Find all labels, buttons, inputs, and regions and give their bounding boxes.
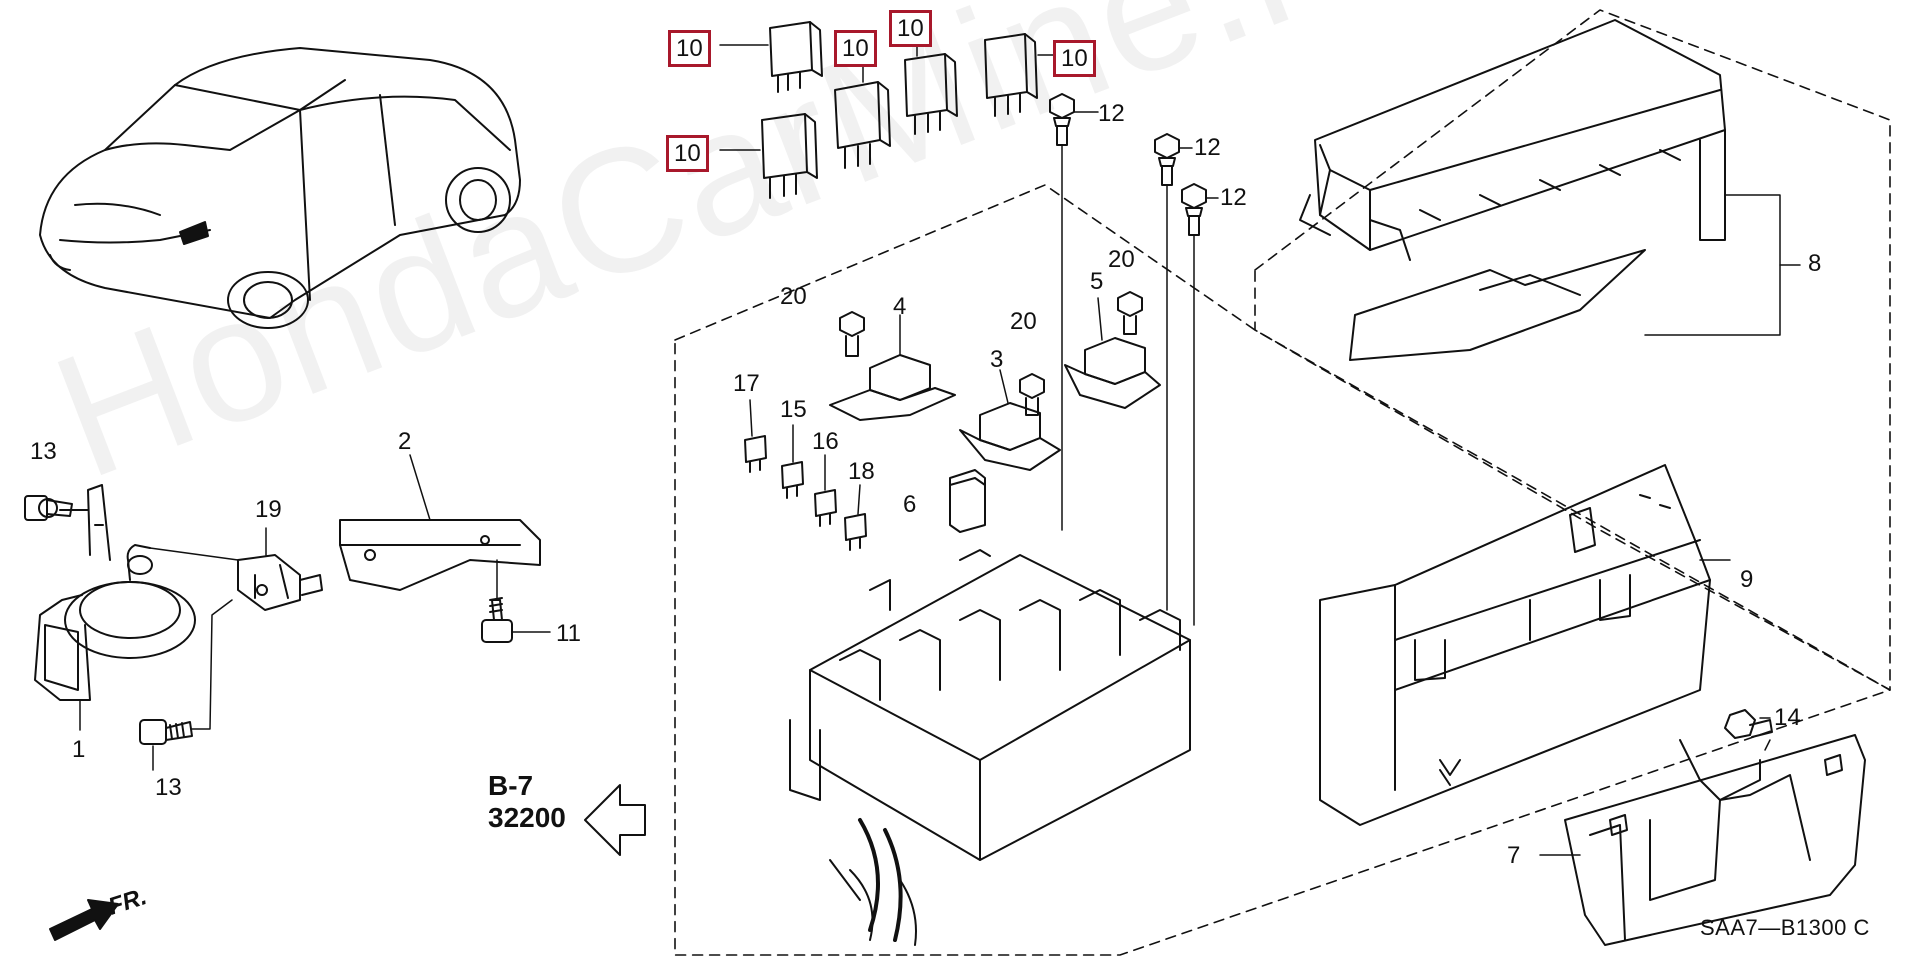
bolt-12-b	[1155, 134, 1179, 185]
cover-dashed-outline	[1255, 10, 1890, 690]
callout-6: 6	[903, 491, 917, 518]
part-3	[960, 403, 1060, 470]
callout-20-c: 20	[1108, 246, 1135, 273]
callout-16: 16	[812, 428, 839, 455]
bolt-13-lower	[140, 720, 192, 744]
callout-12-a: 12	[1098, 100, 1125, 127]
bolt-12-a	[1050, 94, 1074, 145]
wire-harness	[860, 820, 901, 940]
callout-12-c: 12	[1220, 184, 1247, 211]
callout-8: 8	[1808, 250, 1822, 277]
fuse-15	[782, 462, 803, 498]
callout-13-upper: 13	[30, 438, 57, 465]
callout-4: 4	[893, 293, 907, 320]
callout-19: 19	[255, 496, 282, 523]
bolt-20-b	[1020, 374, 1044, 415]
ref-arrow	[585, 785, 645, 855]
relay-3	[905, 54, 957, 134]
reference-page: B-7	[488, 770, 534, 801]
callout-7: 7	[1507, 842, 1521, 869]
fuse-box-dashed-outline	[675, 185, 1890, 955]
relay-1	[770, 22, 822, 92]
reference-code: 32200	[488, 802, 566, 834]
callout-9: 9	[1740, 566, 1754, 593]
horn-drawing	[35, 485, 195, 700]
bolt-11	[482, 598, 512, 642]
callout-10-relay-5: 10	[666, 135, 709, 172]
fuse-16	[815, 490, 836, 526]
callout-10-relay-3: 10	[889, 10, 932, 47]
callout-3: 3	[990, 346, 1004, 373]
callout-12-b: 12	[1194, 134, 1221, 161]
callout-10-relay-1: 10	[668, 30, 711, 67]
callout-17: 17	[733, 370, 760, 397]
fuse-box-body	[790, 550, 1190, 945]
bolt-13-upper	[25, 496, 72, 520]
bolt-14	[1725, 710, 1772, 738]
relay-5	[762, 114, 817, 198]
callout-14: 14	[1774, 704, 1801, 731]
reference-block: B-7 32200	[488, 770, 566, 834]
callout-5: 5	[1090, 268, 1104, 295]
seal-sheet	[1350, 250, 1645, 360]
fuse-6	[950, 470, 985, 532]
callout-11: 11	[556, 620, 581, 647]
lower-case-9	[1320, 465, 1730, 825]
callout-18: 18	[848, 458, 875, 485]
bracket-19	[238, 555, 322, 610]
bolt-20-c	[1118, 292, 1142, 334]
relay-4	[985, 34, 1037, 116]
bolt-20-a	[840, 312, 864, 356]
callout-2: 2	[398, 428, 412, 455]
cover-8	[1300, 20, 1725, 260]
fuse-18	[845, 514, 866, 550]
bolt-12-c	[1182, 184, 1206, 235]
callout-20-b: 20	[1010, 308, 1037, 335]
callout-10-relay-2: 10	[834, 30, 877, 67]
relay-2	[835, 82, 890, 168]
stay-2	[340, 520, 540, 590]
callout-10-relay-4: 10	[1053, 40, 1096, 77]
car-illustration	[40, 48, 520, 328]
callout-1: 1	[72, 736, 86, 763]
lid-7	[1565, 735, 1865, 945]
callout-13-lower: 13	[155, 774, 182, 801]
part-5	[1065, 338, 1160, 408]
diagram-code: SAA7—B1300 C	[1700, 915, 1870, 940]
callout-20-a: 20	[780, 283, 807, 310]
fr-arrow	[50, 900, 118, 940]
fuse-17	[745, 436, 766, 472]
part-4	[830, 355, 955, 420]
callout-15: 15	[780, 396, 807, 423]
